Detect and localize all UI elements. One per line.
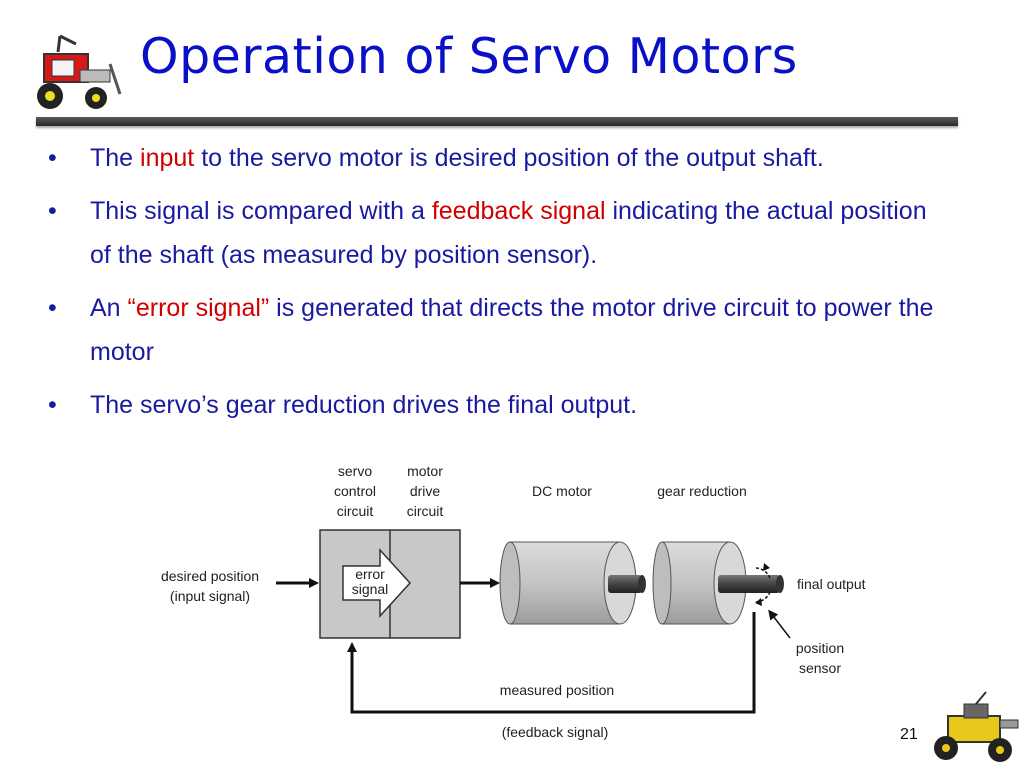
robot-corner-icon [934,691,1019,762]
error-signal-arrow [342,548,412,618]
robot-logo-icon [37,34,122,109]
position-sensor-label-line2: sensor [799,660,841,676]
measured-position-label: measured position [500,682,614,698]
title-divider [36,117,958,126]
page-number: 21 [900,726,918,743]
servo-control-label-line1: servo [338,463,372,479]
motor-drive-label-line2: drive [410,483,441,499]
servo-control-label-line3: circuit [337,503,374,519]
slide-title: Operation of Servo Motors [140,28,798,85]
dc-motor-label: DC motor [532,483,592,499]
input-label-line2: (input signal) [170,588,250,604]
bullet-item: •An “error signal” is generated that dir… [48,294,934,366]
gear-reduction-cylinder [652,541,784,625]
bullet-item: •The input to the servo motor is desired… [48,144,824,172]
error-signal-label-line2: signal [352,581,389,597]
motor-drive-label-line3: circuit [407,503,444,519]
bullet-item: •The servo’s gear reduction drives the f… [48,391,638,419]
motor-drive-label-line1: motor [407,463,443,479]
servo-control-label-line2: control [334,483,376,499]
position-sensor-label-line1: position [796,640,844,656]
bullet-item: •This signal is compared with a feedback… [48,197,927,269]
feedback-loop-arrow [347,612,756,714]
gear-reduction-label: gear reduction [657,483,747,499]
dc-motor-cylinder [499,541,646,625]
final-output-label: final output [797,576,866,592]
bullet-list: •The input to the servo motor is desired… [46,136,946,436]
feedback-signal-label: (feedback signal) [502,724,609,740]
input-label-line1: desired position [161,568,259,584]
error-signal-label-line1: error [355,566,385,582]
servo-block-diagram: servo control circuit motor drive circui… [161,463,866,740]
